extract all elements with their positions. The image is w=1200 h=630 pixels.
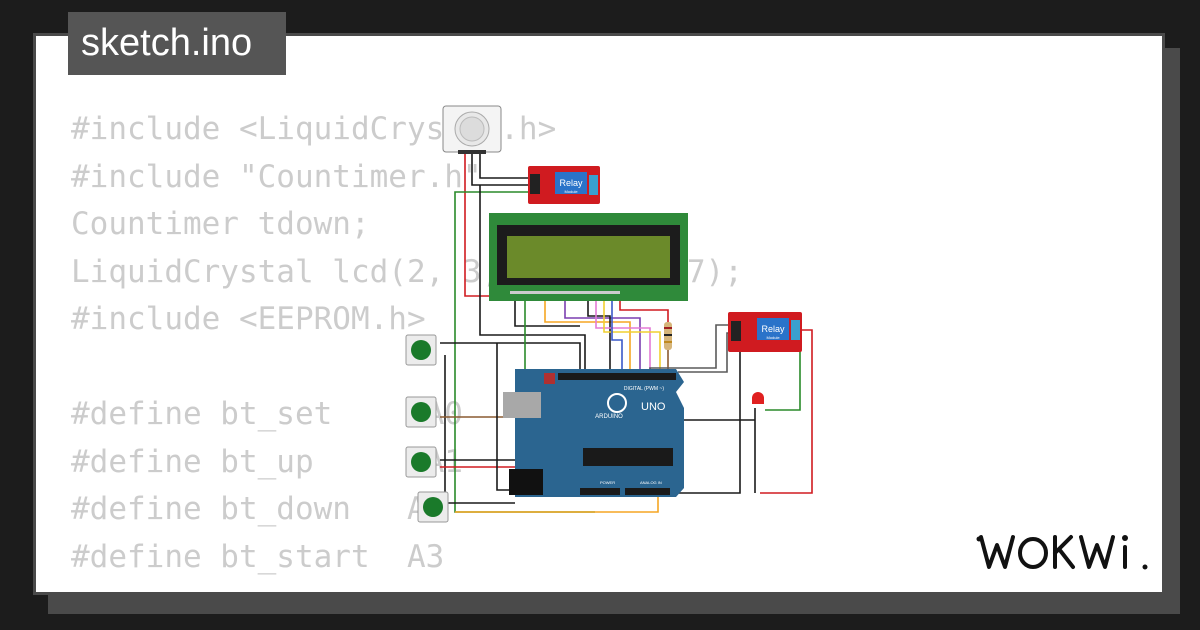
code-line: #include <EEPROM.h> xyxy=(71,301,426,337)
analog-pins-label: ANALOG IN xyxy=(640,480,662,485)
relay-2-sublabel: Module xyxy=(766,335,780,340)
relay-2-label: Relay xyxy=(761,324,785,334)
code-line: Countimer tdown; xyxy=(71,206,370,242)
push-button-3[interactable] xyxy=(405,446,437,478)
power-pins-label: POWER xyxy=(600,480,615,485)
code-line: #define bt_down A2 xyxy=(71,491,445,527)
code-line: #include <LiquidCrystal.h> xyxy=(71,111,557,147)
file-tab[interactable]: sketch.ino xyxy=(68,12,286,75)
arduino-brand: ARDUINO xyxy=(595,414,623,420)
relay-1-label: Relay xyxy=(559,178,583,188)
arduino-model: UNO xyxy=(641,401,666,413)
relay-module-1[interactable]: Relay Module xyxy=(528,166,600,204)
wokwi-logo xyxy=(976,535,1148,570)
push-button-4[interactable] xyxy=(417,491,449,523)
preview-card: #include <LiquidCrystal.h> #include "Coun… xyxy=(33,33,1165,595)
led[interactable] xyxy=(752,392,764,404)
resistor xyxy=(664,322,672,350)
relay-1-sublabel: Module xyxy=(564,189,578,194)
lcd-display[interactable] xyxy=(489,213,688,301)
arduino-uno[interactable]: DIGITAL (PWM ~) ARDUINO UNO POWER ANALOG… xyxy=(503,369,684,497)
code-preview: #include <LiquidCrystal.h> #include "Coun… xyxy=(71,106,743,581)
push-button-2[interactable] xyxy=(405,396,437,428)
pir-sensor[interactable] xyxy=(442,105,502,154)
relay-module-2[interactable]: Relay Module xyxy=(728,312,802,352)
digital-pins-label: DIGITAL (PWM ~) xyxy=(624,386,664,392)
code-line: #include "Countimer.h" xyxy=(71,158,482,195)
push-button-1[interactable] xyxy=(405,334,437,366)
code-line: #define bt_start A3 xyxy=(71,538,445,575)
